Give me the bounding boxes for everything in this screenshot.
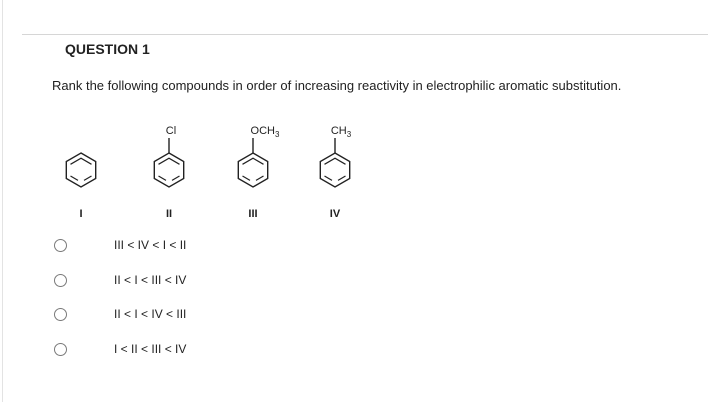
- compound-ii-structure: [153, 138, 185, 188]
- radio-button[interactable]: [54, 343, 67, 356]
- compound-iv-subscript: 3: [347, 130, 352, 139]
- compound-iii-structure: [237, 138, 269, 188]
- radio-button[interactable]: [54, 274, 67, 287]
- compound-iii-subscript: 3: [275, 130, 280, 139]
- compound-iv-group: CH: [331, 125, 347, 137]
- compound-iii-numeral: III: [248, 208, 257, 220]
- compound-ii-substituent: Cl: [166, 125, 176, 137]
- compound-ii-numeral: II: [166, 208, 172, 220]
- compound-iv-substituent: CH3: [331, 125, 352, 139]
- compound-iv-numeral: IV: [330, 208, 341, 220]
- radio-button[interactable]: [54, 308, 67, 321]
- page-left-border: [2, 0, 3, 402]
- question-title: QUESTION 1: [65, 41, 150, 57]
- compound-iii-substituent: OCH3: [251, 125, 280, 139]
- answer-option-label: II < I < III < IV: [114, 273, 187, 287]
- compound-i-structure: [65, 152, 97, 188]
- answer-option-label: III < IV < I < II: [114, 238, 187, 252]
- answer-option-label: I < II < III < IV: [114, 342, 187, 356]
- compound-i-numeral: I: [79, 208, 82, 220]
- question-divider: [22, 34, 708, 35]
- answer-option-label: II < I < IV < III: [114, 307, 187, 321]
- compound-iii-group: OCH: [251, 125, 276, 137]
- question-prompt: Rank the following compounds in order of…: [52, 78, 622, 93]
- compound-iv-structure: [319, 138, 351, 188]
- compound-structures: I Cl II OCH3 III CH3 IV: [65, 125, 352, 220]
- radio-button[interactable]: [54, 239, 67, 252]
